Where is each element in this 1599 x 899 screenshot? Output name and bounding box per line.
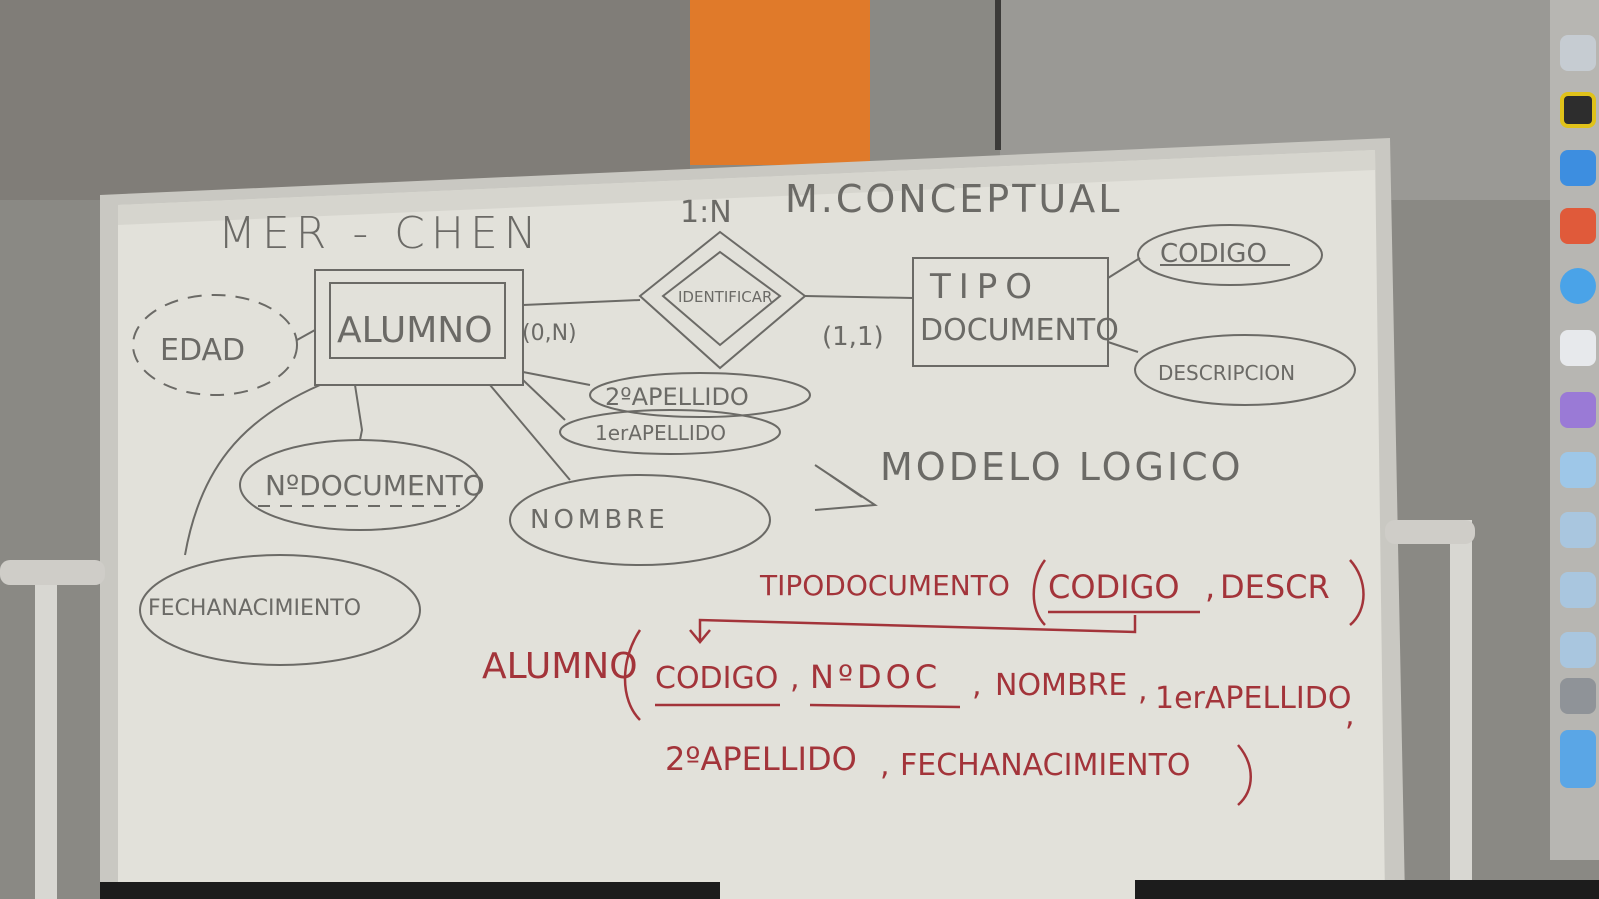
link-alumno-relation — [522, 299, 641, 306]
dock-folder-icon[interactable] — [1560, 35, 1596, 71]
logical-alumno-f4: 1erAPELLIDO — [1155, 681, 1351, 716]
logical-tipodoc-comma: , — [1205, 568, 1215, 606]
link-ndocumento — [354, 384, 364, 441]
dock-grid-icon[interactable] — [1560, 678, 1596, 714]
board-top-shade — [118, 150, 1375, 225]
attr-fecha-label: FECHANACIMIENTO — [148, 596, 361, 621]
attr-codigo-ellipse — [1137, 224, 1323, 286]
logical-alumno-comma-2: , — [972, 668, 982, 703]
logical-alumno-f1: CODIGO — [655, 661, 778, 696]
relation-diamond-outer — [638, 230, 807, 370]
dock-document-icon[interactable] — [1560, 150, 1596, 186]
dock-purple-icon[interactable] — [1560, 392, 1596, 428]
dock-help-icon[interactable] — [1560, 268, 1596, 304]
monitor-edge-right — [1135, 880, 1599, 899]
logical-alumno-f2: NºDOC — [810, 658, 941, 696]
link-1apellido — [522, 379, 566, 421]
wall-divider — [995, 0, 1001, 150]
er-diagram-shapes — [132, 224, 1356, 666]
attr-nombre-ellipse — [509, 474, 771, 566]
logical-tipodoc-name: TIPODOCUMENTO — [759, 569, 1010, 602]
cardinality-left: (0,N) — [522, 321, 577, 346]
logical-model-shapes — [623, 559, 1365, 806]
attr-codigo-label: CODIGO — [1160, 239, 1267, 269]
link-nombre — [489, 384, 571, 481]
link-codigo — [1107, 257, 1141, 279]
dock-strip — [1550, 0, 1599, 860]
wall-left — [0, 0, 690, 200]
logical-alumno-f6: FECHANACIMIENTO — [900, 748, 1191, 783]
stand-right-bracket — [1385, 520, 1475, 544]
attr-descripcion-ellipse — [1134, 334, 1356, 406]
attr-ndocumento-label: NºDOCUMENTO — [265, 469, 485, 502]
link-relation-tipodoc — [804, 295, 914, 299]
logical-alumno-f3: NOMBRE — [995, 668, 1127, 703]
dock-file-icon[interactable] — [1560, 330, 1596, 366]
attr-1apellido-ellipse — [559, 409, 781, 455]
dock-window-icon-3[interactable] — [1560, 632, 1596, 668]
alumno-close-paren — [1237, 744, 1252, 806]
logical-alumno-comma-4: , — [1345, 698, 1355, 733]
dock-music-icon[interactable] — [1560, 92, 1596, 128]
dock-appstore-icon[interactable] — [1560, 208, 1596, 244]
cardinality-right: (1,1) — [822, 322, 884, 352]
tipodoc-close-paren — [1349, 559, 1365, 626]
monitor-edge-left — [100, 882, 720, 899]
logical-alumno-comma-5: , — [880, 748, 890, 783]
tipodoc-open-paren — [1032, 559, 1047, 626]
dock-screen-icon[interactable] — [1560, 452, 1596, 488]
relation-diamond-inner — [661, 250, 782, 347]
attr-1apellido-label: 1erAPELLIDO — [595, 421, 726, 445]
logical-alumno-comma-3: , — [1138, 673, 1148, 708]
arrow-to-logical-inner — [829, 474, 863, 498]
attr-2apellido-label: 2ºAPELLIDO — [605, 383, 749, 411]
conceptual-heading: M.CONCEPTUAL — [785, 177, 1122, 221]
board-surface — [118, 150, 1385, 899]
link-edad — [296, 329, 316, 341]
link-descripcion — [1107, 341, 1139, 353]
logical-alumno-comma-1: , — [790, 661, 800, 696]
attr-fecha-ellipse — [139, 554, 421, 666]
dock-window-icon[interactable] — [1560, 512, 1596, 548]
logical-alumno-name: ALUMNO — [482, 646, 638, 687]
title-mer-chen: MER - CHEN — [218, 208, 543, 259]
foreign-key-arrow — [698, 615, 1137, 640]
attr-nombre-label: NOMBRE — [530, 505, 669, 535]
attr-edad-label: EDAD — [160, 333, 245, 368]
alumno-ndoc-underline — [809, 703, 961, 709]
stand-left-pole — [35, 560, 57, 899]
orange-panel — [690, 0, 870, 165]
attr-2apellido-ellipse — [589, 372, 811, 418]
entity-alumno-label: ALUMNO — [337, 310, 493, 351]
entity-tipodoc-label-2: DOCUMENTO — [920, 313, 1119, 348]
attr-descripcion-label: DESCRIPCION — [1158, 361, 1295, 385]
link-2apellido — [522, 371, 591, 386]
logical-tipodoc-field-1: CODIGO — [1048, 568, 1180, 606]
stand-right-pole — [1450, 520, 1472, 899]
dock-window-icon-2[interactable] — [1560, 572, 1596, 608]
attr-edad-ellipse — [132, 294, 298, 396]
link-fecha — [184, 384, 321, 556]
entity-alumno-outer — [314, 269, 524, 386]
entity-alumno-inner — [329, 282, 506, 359]
entity-tipodoc — [912, 257, 1109, 367]
alumno-open-paren — [623, 629, 642, 721]
stand-left-bracket — [0, 560, 105, 585]
cardinality-heading: 1:N — [680, 195, 732, 230]
logical-heading: MODELO LOGICO — [880, 445, 1244, 489]
foreign-key-arrowhead — [689, 629, 711, 644]
entity-tipodoc-label-1: TIPO — [929, 267, 1040, 307]
dock-blue-icon[interactable] — [1560, 730, 1596, 788]
logical-alumno-f5: 2ºAPELLIDO — [665, 740, 857, 778]
logical-tipodoc-field-2: DESCR — [1220, 568, 1330, 606]
relation-label: IDENTIFICAR — [678, 288, 772, 306]
